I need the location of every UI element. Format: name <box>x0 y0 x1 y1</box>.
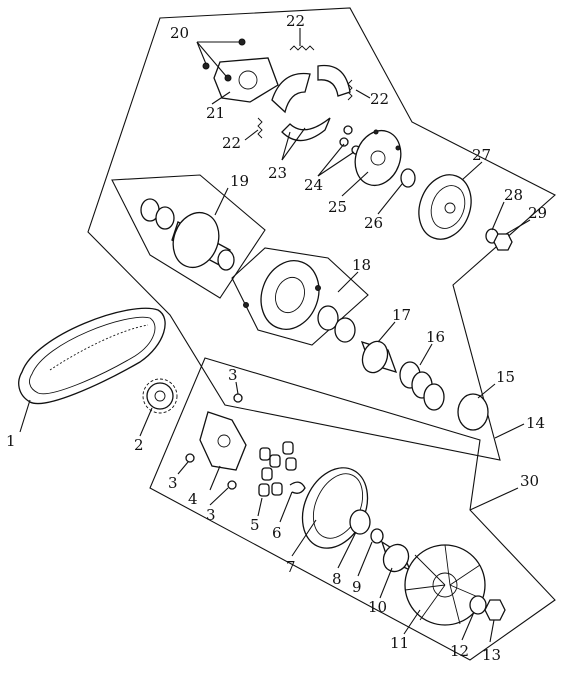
callout-8: 8 <box>332 570 342 588</box>
slider-piece-c <box>227 480 237 490</box>
callout-3a: 3 <box>228 366 238 384</box>
washer-front <box>469 595 487 615</box>
callout-13: 13 <box>482 646 501 664</box>
callout-23: 23 <box>268 164 287 182</box>
ramp-plate <box>199 411 247 471</box>
callout-7: 7 <box>286 558 296 576</box>
sleeve-bushing <box>380 540 412 573</box>
callout-18: 18 <box>352 256 371 274</box>
nut-rear <box>493 233 513 251</box>
slider-piece-a <box>233 393 243 403</box>
needle-bearings <box>399 361 445 411</box>
thrust-washer <box>400 168 416 188</box>
spring-seat-cylinder <box>360 340 398 374</box>
clutch-spring-left <box>257 117 263 139</box>
bushing <box>457 393 489 431</box>
callout-28: 28 <box>504 186 523 204</box>
callout-19: 19 <box>230 172 249 190</box>
callout-12: 12 <box>450 642 469 660</box>
callout-16: 16 <box>426 328 445 346</box>
callout-30: 30 <box>520 472 539 490</box>
o-ring <box>370 528 384 544</box>
callout-24: 24 <box>304 176 323 194</box>
callout-22-top: 22 <box>286 12 305 30</box>
driven-plate <box>354 129 402 187</box>
clutch-spring-top <box>289 45 315 51</box>
clutch-bell <box>418 174 472 240</box>
starter-gear <box>142 378 178 414</box>
nut-front <box>484 599 506 621</box>
clutch-shaft-assembly <box>140 198 235 271</box>
fan-drive-face <box>404 544 486 626</box>
clutch-subgroup-outline <box>111 174 266 299</box>
leader-lines <box>19 28 531 643</box>
callout-11: 11 <box>390 634 409 652</box>
callout-6: 6 <box>272 524 282 542</box>
collar <box>349 509 371 535</box>
retaining-clip <box>289 481 306 494</box>
callout-25: 25 <box>328 198 347 216</box>
spring-seat-assembly <box>243 260 356 343</box>
callout-21: 21 <box>206 104 225 122</box>
slider-piece-b <box>185 453 195 463</box>
drive-belt <box>18 307 166 405</box>
weight-rollers <box>258 441 297 497</box>
callout-26: 26 <box>364 214 383 232</box>
callout-14: 14 <box>526 414 545 432</box>
callout-20: 20 <box>170 24 189 42</box>
callout-10: 10 <box>368 598 387 616</box>
clutch-plate <box>213 57 279 103</box>
spring-seat-subgroup-outline <box>231 247 369 346</box>
callout-3c: 3 <box>206 506 216 524</box>
callout-5: 5 <box>250 516 260 534</box>
small-nut-b <box>339 137 349 147</box>
clutch-shoes <box>271 64 351 142</box>
callout-27: 27 <box>472 146 491 164</box>
callout-29: 29 <box>528 204 547 222</box>
drive-pulley-group-outline <box>149 357 556 661</box>
callout-1: 1 <box>6 432 16 450</box>
callout-9: 9 <box>352 578 362 596</box>
callout-22-right: 22 <box>370 90 389 108</box>
callout-2: 2 <box>134 436 144 454</box>
callout-15: 15 <box>496 368 515 386</box>
small-nut-a <box>343 125 353 135</box>
movable-drive-face <box>301 467 369 549</box>
callout-17: 17 <box>392 306 411 324</box>
driven-pulley-group-outline <box>87 7 556 461</box>
bolt-c <box>224 74 232 82</box>
callout-4: 4 <box>188 490 198 508</box>
callout-3b: 3 <box>168 474 178 492</box>
callout-22-left: 22 <box>222 134 241 152</box>
